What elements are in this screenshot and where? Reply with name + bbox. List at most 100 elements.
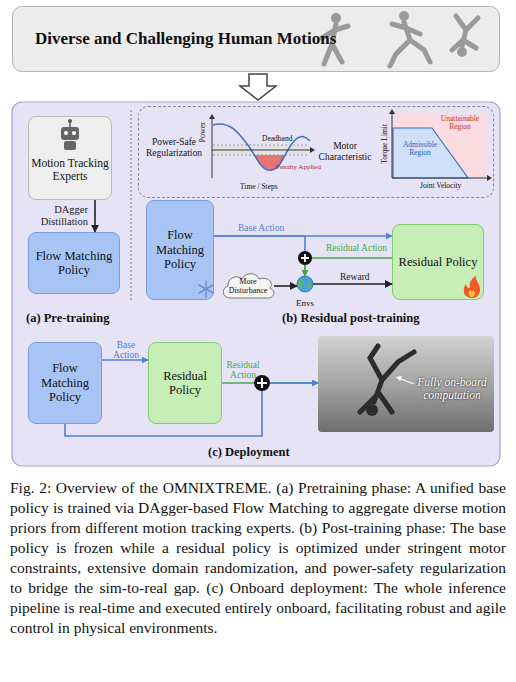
robot-limbs xyxy=(322,24,348,64)
figure-caption: Fig. 2: Overview of the OMNIXTREME. (a) … xyxy=(10,478,506,638)
robot-limbs xyxy=(360,346,414,412)
node-text: Motor Characteristic xyxy=(315,141,375,163)
edge-label: Residual Action xyxy=(326,243,387,253)
node-text: Residual Policy xyxy=(153,369,217,398)
robot-head xyxy=(331,13,341,23)
sum-plus xyxy=(257,378,267,388)
robot-limbs xyxy=(452,16,478,50)
sum-plus xyxy=(301,254,309,262)
residual-box: Residual Policy xyxy=(148,342,222,424)
snowflake-arm xyxy=(199,285,213,293)
flow-arrow xyxy=(305,258,392,276)
node-text: Fully on-board computation xyxy=(414,376,490,402)
flow-arrow xyxy=(214,236,305,276)
axis-line xyxy=(392,178,489,179)
flow-arrow xyxy=(222,382,318,384)
constraint-box: Power-Safe Regularization Motor Character… xyxy=(138,106,494,198)
sum-circle xyxy=(298,251,312,265)
flow-arrow xyxy=(313,283,392,285)
node-text: More Disturbance xyxy=(220,277,276,295)
node-text: Residual Policy xyxy=(399,255,478,269)
chart-label: Joint Velocity xyxy=(420,182,461,190)
hollow-arrow xyxy=(240,74,276,100)
edge-label: Base Action xyxy=(104,340,148,361)
robot-limbs xyxy=(390,22,430,66)
snowflake-arm xyxy=(205,281,207,297)
node-text: Flow Matching Policy xyxy=(151,228,209,271)
panel-label: (b) Residual post-training xyxy=(282,312,420,326)
robot-photo-figure xyxy=(360,346,414,416)
snowflake-icon xyxy=(199,281,213,297)
axis-line xyxy=(212,116,213,178)
axis-head xyxy=(389,109,395,114)
policy-box: Flow Matching Policy xyxy=(146,200,214,300)
globe-circle xyxy=(297,276,313,292)
robot-body xyxy=(64,141,76,150)
robot-head xyxy=(366,404,378,416)
leader-head xyxy=(396,376,402,381)
panel-label: (a) Pre-training xyxy=(26,312,109,326)
edge-label: Residual Action xyxy=(226,360,260,381)
node-text: Envs xyxy=(296,298,314,308)
flame-inner xyxy=(469,290,475,297)
chart-label: Admissible Region xyxy=(397,141,443,158)
robot-antenna xyxy=(69,122,71,127)
axis-head xyxy=(310,147,315,153)
node-text: Motion Tracking Experts xyxy=(29,157,111,183)
robot-antenna xyxy=(68,119,72,123)
method-panel xyxy=(12,102,500,466)
expert-box: Motion Tracking Experts xyxy=(28,116,112,200)
policy-box: Flow Matching Policy xyxy=(28,232,120,294)
power-curve xyxy=(213,124,310,170)
edge-label: DAgger Distillation xyxy=(30,204,88,227)
flow-arrow xyxy=(214,235,392,237)
node-text: Diverse and Challenging Human Motions xyxy=(35,29,336,49)
robot-eye xyxy=(72,131,76,135)
flow-arrow xyxy=(274,285,297,287)
flow-arrow xyxy=(102,359,148,361)
robot-photo: Fully on-board computation xyxy=(318,336,494,432)
sum-symbol xyxy=(254,251,312,391)
env-globe: Envs xyxy=(290,276,320,308)
fire-icon xyxy=(464,276,480,298)
globe-land xyxy=(299,280,312,289)
admissible-area xyxy=(393,128,468,178)
chart-label: Penalty Applied xyxy=(276,164,321,172)
node-text: Flow Matching Policy xyxy=(33,361,97,404)
residual-box: Residual Policy xyxy=(392,224,484,300)
torque-chart xyxy=(389,109,492,181)
robot-head xyxy=(457,47,467,57)
node-text: Flow Matching Policy xyxy=(33,249,115,278)
snowflake-arm xyxy=(199,285,213,293)
axis-head xyxy=(209,114,215,119)
separator-line xyxy=(131,110,132,300)
panel-label: (c) Deployment xyxy=(208,446,290,460)
flame-outer xyxy=(464,276,480,298)
axis-head xyxy=(487,175,492,181)
flow-arrow xyxy=(94,200,96,232)
leader-line xyxy=(398,378,414,384)
chart-label: Time / Steps xyxy=(240,183,278,191)
robot-eye xyxy=(64,131,68,135)
chart-label: Power xyxy=(199,122,208,142)
sum-circle xyxy=(254,375,270,391)
policy-box: Flow Matching Policy xyxy=(28,342,102,424)
robot-icon xyxy=(61,119,79,150)
chart-label: Unattainable Region xyxy=(434,115,486,132)
chart-label: Deadband xyxy=(262,135,292,143)
power-chart xyxy=(209,114,315,178)
robot-head xyxy=(399,11,409,21)
edge-label: Reward xyxy=(340,272,370,282)
deadband-line xyxy=(213,145,309,146)
node-text: Power-Safe Regularization xyxy=(143,137,205,159)
axis-line xyxy=(212,150,312,151)
edge-label: Base Action xyxy=(238,223,284,233)
robot-figures xyxy=(322,11,478,66)
unattainable-area xyxy=(393,114,487,178)
title-box: Diverse and Challenging Human Motions xyxy=(12,6,500,72)
disturbance-cloud: More Disturbance xyxy=(220,270,276,302)
